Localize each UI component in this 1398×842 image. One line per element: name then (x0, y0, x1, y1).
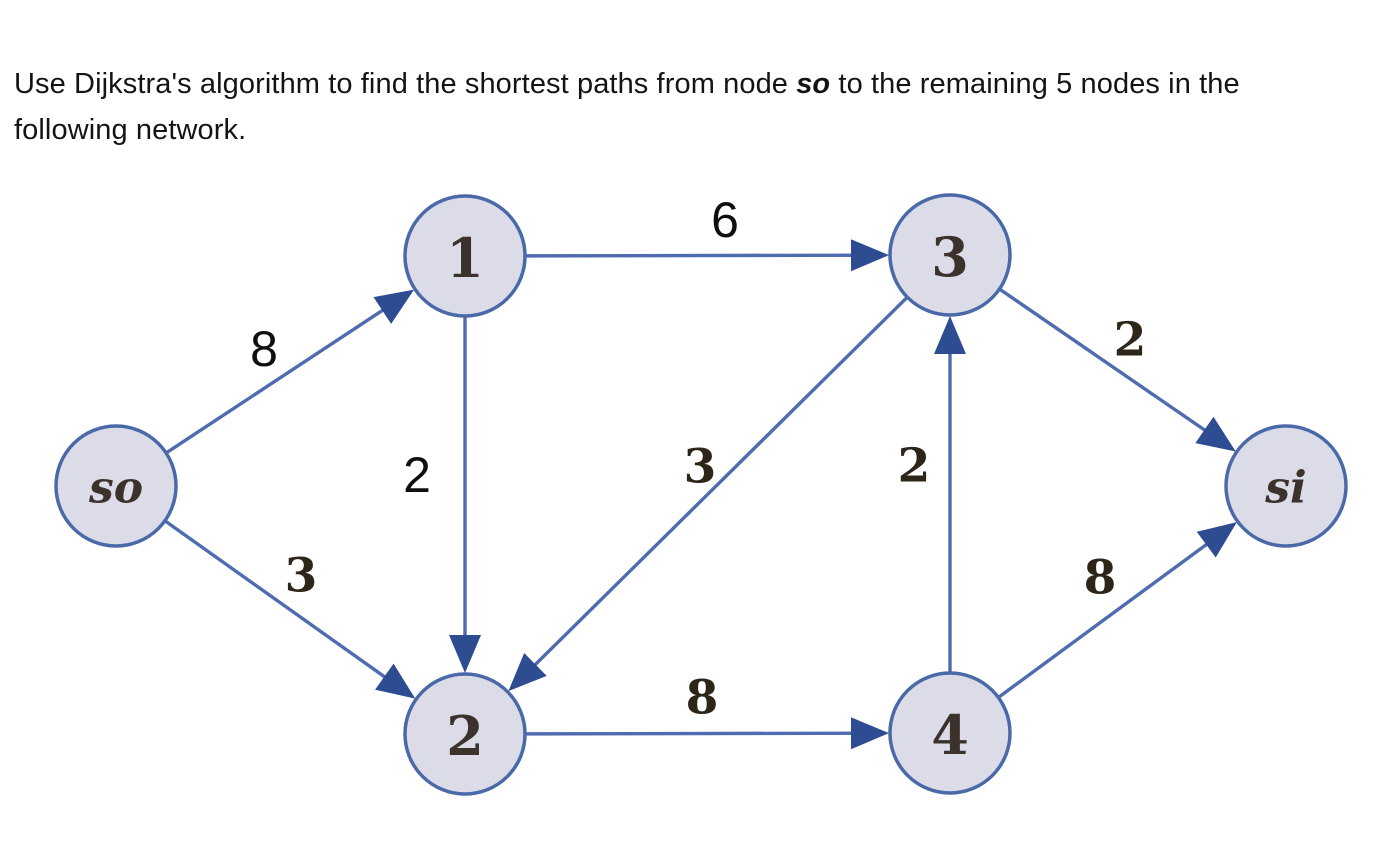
arrowhead-so-1 (373, 289, 415, 324)
node-circle-1 (403, 194, 527, 318)
edge-weight-so-1: 8 (250, 321, 278, 377)
node-label-si: si (1264, 463, 1307, 514)
edge-weight-3-2: 3 (684, 440, 717, 495)
node-label-4: 4 (931, 703, 969, 767)
node-circle-4 (888, 671, 1012, 795)
edge-4-3: 2 (898, 316, 966, 672)
edge-line-2-4 (525, 731, 882, 736)
arrowhead-so-2 (375, 663, 416, 699)
node-circle-si (1224, 424, 1348, 548)
arrowhead-2-4 (850, 717, 890, 750)
edge-3-2: 3 (508, 296, 908, 692)
node-circle-3 (888, 193, 1012, 317)
node-label-so: so (88, 463, 143, 514)
edge-1-3: 6 (525, 192, 890, 272)
edge-weight-1-3: 6 (711, 192, 739, 248)
node-label-2: 2 (446, 704, 484, 768)
edge-weight-4-si: 8 (1084, 551, 1117, 606)
node-label-1: 1 (446, 226, 484, 290)
edge-3-si: 2 (999, 288, 1236, 452)
edge-line-3-2 (512, 296, 908, 687)
node-circle-2 (403, 672, 527, 796)
node-si: si (1224, 424, 1348, 548)
edge-weight-4-3: 2 (898, 439, 931, 494)
edge-weight-so-2: 3 (285, 549, 318, 604)
edge-line-3-si (999, 288, 1231, 449)
node-3: 3 (888, 193, 1012, 317)
arrowhead-1-2 (449, 635, 481, 673)
edge-weight-3-si: 2 (1114, 313, 1147, 368)
node-1: 1 (403, 194, 527, 318)
edge-line-1-3 (525, 253, 882, 258)
edge-line-so-1 (165, 292, 409, 454)
edge-weight-2-4: 8 (686, 671, 719, 726)
node-4: 4 (888, 671, 1012, 795)
edge-2-4: 8 (525, 671, 890, 750)
arrowhead-1-3 (850, 239, 890, 272)
node-so: so (54, 424, 178, 548)
edge-1-2: 2 (403, 317, 481, 673)
edge-line-4-si (998, 525, 1232, 699)
node-label-3: 3 (931, 225, 969, 289)
edge-weight-1-2: 2 (403, 447, 431, 503)
question-text-after: to the remaining 5 nodes in the followin… (14, 68, 1240, 146)
edge-so-2: 3 (164, 519, 416, 699)
arrowhead-4-si (1196, 522, 1237, 558)
node-2: 2 (403, 672, 527, 796)
arrowhead-4-3 (934, 316, 966, 354)
question-source-node-emphasis: so (796, 68, 831, 100)
arrowhead-3-si (1195, 416, 1236, 452)
arrowhead-3-2 (508, 653, 547, 692)
question-text-before: Use Dijkstra's algorithm to find the sho… (14, 68, 797, 100)
edge-4-si: 8 (998, 522, 1237, 699)
edge-so-1: 8 (165, 289, 415, 454)
edge-line-so-2 (164, 519, 410, 696)
node-circle-so (54, 424, 178, 548)
question-text: Use Dijkstra's algorithm to find the sho… (14, 61, 1352, 153)
